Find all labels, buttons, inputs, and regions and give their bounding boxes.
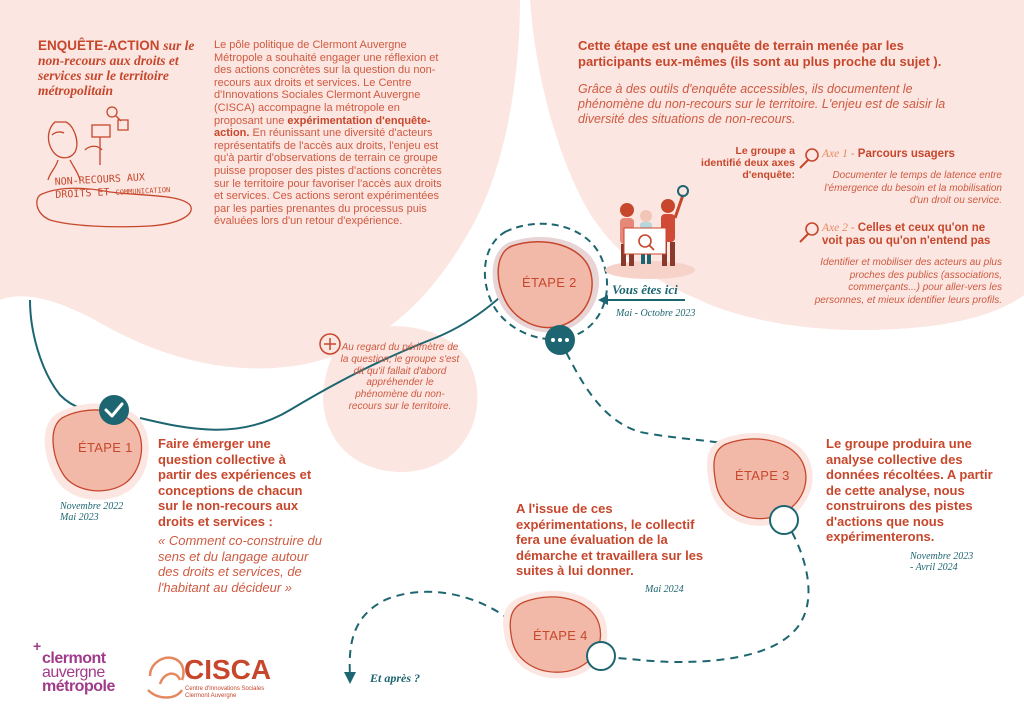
axe1-title-block: Axe 1 - Parcours usagers (822, 148, 1002, 161)
axe1-description: Documenter le temps de latence entre l'é… (824, 170, 1002, 206)
axe1-prefix: Axe 1 - (822, 148, 855, 160)
intro-blob (0, 0, 520, 369)
check-circle-icon (99, 395, 129, 425)
stage3-empty-circle (769, 505, 799, 535)
etape3-date2: - Avril 2024 (910, 562, 958, 573)
etape1-date1: Novembre 2022 (60, 501, 124, 512)
cisca-logo-text: CISCA (184, 654, 272, 685)
axe2-title-block: Axe 2 - Celles et ceux qu'on ne voit pas… (822, 222, 1002, 248)
cm-logo-line2: auvergne (42, 664, 105, 681)
path-dashed-3-4 (600, 519, 810, 663)
note-blob (323, 326, 478, 473)
path-dashed-4-end (348, 590, 511, 676)
group-axes-label: Le groupe a identifié deux axes d'enquêt… (701, 145, 795, 181)
path-stage1-to-2 (139, 267, 531, 431)
plus-circle-icon (319, 333, 341, 355)
etape3-text: Le groupe produira une analyse collectiv… (826, 436, 993, 544)
etape3-date1: Novembre 2023 (910, 551, 974, 562)
sketch-magnifier-small-icon (106, 106, 122, 122)
sketch-caption-line2a: DROITS ET (55, 187, 110, 201)
axe2-description: Identifier et mobiliser des acteurs au p… (814, 257, 1002, 306)
etape1-date2: Mai 2023 (60, 512, 99, 523)
etape1-dates: Novembre 2022 Mai 2023 (60, 501, 123, 523)
cisca-logo-sub2: Clermont Auvergne (185, 693, 237, 699)
intro-title-italic: sur le non-recours aux droits et service… (38, 38, 195, 98)
et-apres-label: Et après ? (370, 671, 421, 685)
etape1-text: Faire émerger une question collective à … (158, 436, 312, 529)
etape2-label: ÉTAPE 2 (522, 275, 577, 290)
etape3-dates: Novembre 2023 - Avril 2024 (910, 551, 973, 573)
stage4-empty-circle (586, 641, 616, 671)
cm-logo-line3: métropole (42, 678, 115, 695)
etape1-quote: « Comment co-construire du sens et du la… (158, 533, 323, 595)
etape4-date: Mai 2024 (645, 584, 684, 595)
etape4-label: ÉTAPE 4 (533, 628, 588, 643)
sketch-people-illustration (36, 119, 192, 228)
axe2-prefix: Axe 2 - (822, 222, 855, 234)
clermont-metropole-logo: clermont auvergne métropole (42, 650, 115, 695)
axe1-title: Parcours usagers (857, 148, 955, 160)
stage2-date: Mai - Octobre 2023 (616, 308, 696, 319)
cisca-logo-sub1: Centre d'Innovations Sociales (185, 686, 265, 692)
cisca-logo-mark (147, 656, 185, 699)
etape4-shape (509, 596, 602, 673)
cm-logo-plus: + (33, 638, 42, 654)
intro-text-after: En réunissant une diversité d'acteurs re… (214, 127, 442, 228)
axe2-title: Celles et ceux qu'on ne voit pas ou qu'o… (822, 222, 991, 247)
etape3-label: ÉTAPE 3 (735, 468, 790, 483)
people-illustration (605, 185, 695, 279)
etape2-dashed-ring (483, 222, 609, 341)
intro-text-before: Le pôle politique de Clermont Auvergne M… (214, 39, 439, 127)
note-text: Au regard du périmètre de la question, l… (340, 342, 460, 412)
cisca-logo-sub: Centre d'Innovations Sociales Clermont A… (185, 686, 264, 700)
intro-text-bold: expérimentation d'enquête-action. (214, 114, 431, 140)
path-dashed-2-3 (559, 339, 746, 449)
intro-title-bold: ENQUÊTE-ACTION (38, 38, 160, 53)
intro-paragraph: Le pôle politique de Clermont Auvergne M… (214, 39, 446, 228)
vous-etes-ici-label: Vous êtes ici (612, 282, 678, 297)
sketch-caption-line2b: COMMUNICATION (115, 185, 171, 197)
cm-logo-line1: clermont (42, 650, 106, 667)
path-end-arrow (344, 672, 356, 684)
vous-etes-ici-arrowhead (598, 295, 608, 305)
stage2-heading: Cette étape est une enquête de terrain m… (578, 38, 942, 69)
axe1-magnifier-icon (799, 148, 819, 169)
stage2-subtext: Grâce à des outils d'enquête accessibles… (578, 82, 946, 126)
etape1-label: ÉTAPE 1 (78, 440, 133, 455)
axe2-magnifier-icon (799, 222, 819, 243)
intro-title: ENQUÊTE-ACTION sur le non-recours aux dr… (38, 38, 208, 98)
etape4-text: A l'issue de ces expérimentations, le co… (516, 501, 704, 578)
